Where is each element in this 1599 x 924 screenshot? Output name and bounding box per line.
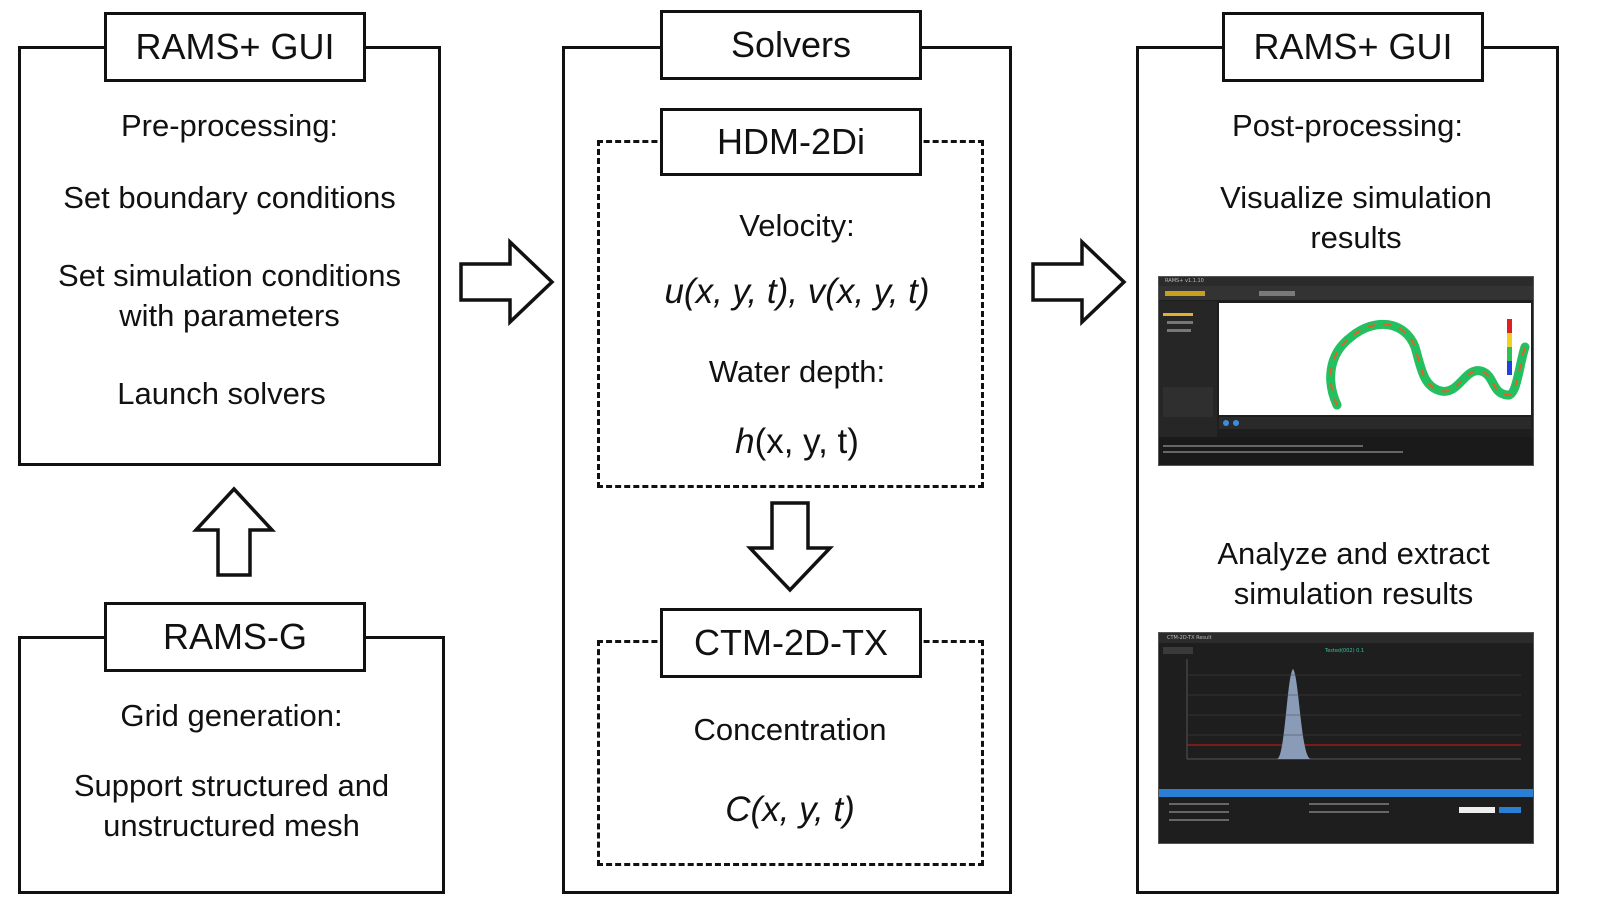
simulation-conditions-text: Set simulation conditions [58,258,401,293]
structured-mesh-text: Support structured and [73,768,390,803]
preprocessing-panel [18,46,441,466]
water-depth-equation: h(x, y, t) [597,422,997,462]
water-depth-label: Water depth: [708,354,886,389]
analysis-screenshot: CTM-2D-TX Result Tested(002) 0.1 [1158,632,1534,844]
analysis-chart-title: Tested(002) 0.1 [1325,648,1365,654]
with-parameters-text: with parameters [119,298,340,333]
left-gui-title: RAMS+ GUI [104,12,366,82]
analyze-text-line1: Analyze and extract [1217,536,1490,571]
velocity-label: Velocity: [739,208,855,243]
right-gui-title: RAMS+ GUI [1222,12,1484,82]
analyze-text-line2: simulation results [1233,576,1474,611]
launch-solvers-text: Launch solvers [117,376,326,411]
solvers-panel [562,46,1012,894]
postprocessing-heading: Post-processing: [1232,108,1463,143]
visualize-text-line1: Visualize simulation [1220,180,1492,215]
depth-arguments: (x, y, t) [754,422,859,461]
unstructured-mesh-text: unstructured mesh [103,808,360,843]
velocity-equation: u(x, y, t), v(x, y, t) [664,272,930,311]
visualization-screenshot: RAMS+ v1.1.10 [1158,276,1534,466]
right-arrow-icon [459,237,555,327]
up-arrow-icon [191,486,277,577]
concentration-label: Concentration [693,712,887,747]
visualize-text-line2: results [1310,220,1402,255]
analysis-window-title: CTM-2D-TX Result [1167,635,1212,641]
ctm-2d-tx-title: CTM-2D-TX [660,608,922,678]
depth-variable: h [735,422,755,461]
boundary-conditions-text: Set boundary conditions [63,180,396,215]
grid-generation-panel [18,636,445,894]
solvers-title: Solvers [660,10,922,80]
hdm-2di-title: HDM-2Di [660,108,922,176]
right-arrow-icon-2 [1031,237,1127,327]
down-arrow-icon [745,501,835,593]
rams-g-title: RAMS-G [104,602,366,672]
concentration-equation: C(x, y, t) [725,790,855,829]
screenshot-window-title: RAMS+ v1.1.10 [1165,278,1204,284]
grid-generation-heading: Grid generation: [120,698,343,733]
preprocessing-heading: Pre-processing: [120,108,339,143]
